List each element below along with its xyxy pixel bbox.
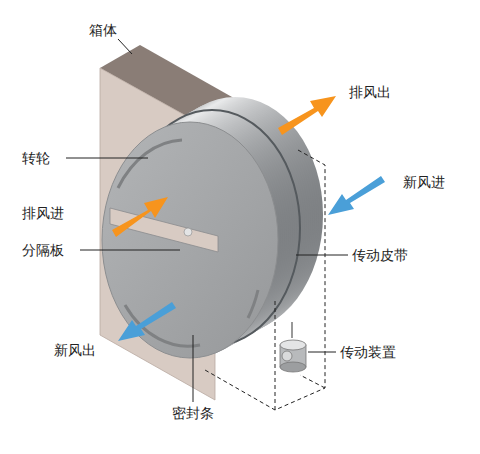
leader-line xyxy=(66,39,348,402)
part-label: 新风出 xyxy=(54,342,96,358)
partition-plate xyxy=(110,208,218,252)
part-label: 新风进 xyxy=(403,174,445,190)
part-label: 传动皮带 xyxy=(352,247,408,263)
wheel-rim-layer xyxy=(103,122,279,358)
wheel-rim xyxy=(103,97,323,358)
exhaust-in-arrow xyxy=(112,197,168,237)
hidden-outline xyxy=(205,150,325,410)
wheel-hub xyxy=(184,228,192,236)
seal-strip xyxy=(248,290,258,318)
drive-unit xyxy=(280,322,306,372)
fresh-in-arrow xyxy=(328,176,385,215)
part-label: 转轮 xyxy=(22,150,50,166)
seal-strip xyxy=(118,140,182,188)
wheel-face xyxy=(102,122,278,358)
exhaust-out-arrow xyxy=(278,96,336,135)
part-label: 分隔板 xyxy=(22,242,64,258)
fresh-out-arrow xyxy=(118,302,176,341)
part-label: 箱体 xyxy=(89,22,117,38)
part-label: 排风出 xyxy=(349,84,391,100)
part-label: 密封条 xyxy=(172,405,214,421)
part-label: 排风进 xyxy=(22,205,64,221)
part-label: 传动装置 xyxy=(340,344,396,360)
